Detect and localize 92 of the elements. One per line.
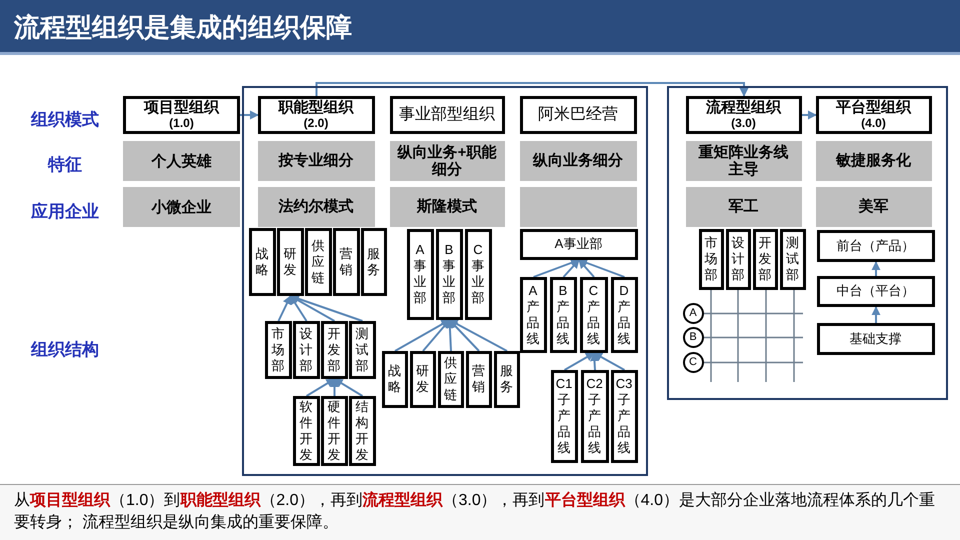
- department-box: 测试部: [348, 320, 376, 378]
- department-box: 供应链: [304, 228, 332, 296]
- org-model-box: [258, 96, 374, 134]
- arrow: [533, 258, 580, 278]
- arrow: [240, 110, 259, 120]
- row-heading: 组织模式: [30, 109, 100, 131]
- layer-box: A事业部: [520, 228, 638, 260]
- version-label: (4.0): [861, 116, 886, 130]
- row-marker-circle: C: [682, 352, 704, 372]
- department-box: C3子产品线: [610, 370, 638, 462]
- arrow: [802, 110, 817, 120]
- info-cell: 美军: [816, 186, 932, 226]
- group-frame: [667, 86, 948, 400]
- department-box: 设计部: [726, 228, 750, 290]
- arrow: [330, 378, 339, 396]
- model-name: 流程型组织: [706, 100, 781, 116]
- department-box: 市场部: [264, 320, 292, 378]
- layer-box: 前台（产品）: [816, 230, 934, 262]
- row-heading: 特征: [46, 154, 83, 176]
- org-model-box: [123, 96, 240, 134]
- department-box: 营销: [466, 350, 492, 408]
- arrow: [564, 352, 595, 371]
- layer-box: 中台（平台）: [816, 276, 934, 306]
- arrow: [316, 82, 748, 97]
- department-box: 服务: [360, 228, 386, 296]
- info-cell: 纵向业务+职能细分: [390, 140, 504, 180]
- arrow: [445, 319, 454, 352]
- layer-box: 基础支撑: [816, 322, 934, 354]
- version-label: (2.0): [304, 116, 328, 130]
- arrow: [872, 306, 880, 323]
- department-box: 战略: [382, 350, 408, 408]
- row-heading: 组织结构: [30, 339, 100, 361]
- info-cell: 纵向业务细分: [520, 140, 636, 180]
- org-model-box: [816, 96, 932, 134]
- department-box: 研发: [410, 350, 436, 408]
- department-box: A事业部: [406, 228, 434, 320]
- group-frame: [242, 86, 648, 476]
- department-box: 开发部: [752, 228, 778, 290]
- department-box: 营销: [332, 228, 360, 296]
- info-cell: 法约尔模式: [258, 186, 374, 226]
- arrow: [578, 259, 595, 278]
- arrow: [562, 259, 580, 278]
- arrow: [306, 378, 336, 397]
- version-label: (3.0): [731, 116, 756, 130]
- department-box: 开发部: [320, 320, 348, 378]
- department-box: 设计部: [292, 320, 320, 378]
- department-box: 战略: [248, 228, 276, 296]
- arrow: [872, 261, 880, 276]
- info-cell: 按专业细分: [258, 140, 374, 180]
- org-model-box: 事业部型组织: [390, 96, 504, 134]
- arrow: [590, 352, 599, 370]
- arrow: [394, 319, 450, 352]
- info-cell: 军工: [686, 186, 802, 226]
- department-box: C事业部: [464, 228, 492, 320]
- arrow: [448, 319, 508, 352]
- model-name: 职能型组织: [278, 100, 354, 116]
- model-name: 平台型组织: [836, 100, 911, 116]
- row-marker-circle: B: [682, 326, 704, 348]
- department-box: 硬件开发: [320, 396, 348, 466]
- arrow: [290, 295, 308, 322]
- department-box: C2子产品线: [580, 370, 608, 462]
- info-cell: 小微企业: [123, 187, 240, 227]
- info-cell: 重矩阵业务线主导: [686, 140, 802, 180]
- department-box: 供应链: [438, 350, 464, 408]
- caption-text: 从项目型组织（1.0）到职能型组织（2.0），再到流程型组织（3.0），再到平台型组织（4.0）是大部分企业落地流程体系的几个重要转身； 流程型组织是纵向集成的重要保障。: [0, 484, 960, 540]
- department-box: 测试部: [780, 228, 806, 290]
- slide-title: 流程型组织是集成的组织保障: [14, 11, 352, 44]
- arrow: [593, 352, 625, 371]
- model-name: 项目型组织: [144, 100, 219, 116]
- department-box: B产品线: [550, 276, 576, 352]
- department-box: A产品线: [520, 276, 546, 352]
- org-model-box: 阿米巴经营: [520, 96, 636, 134]
- arrow: [334, 378, 364, 397]
- department-box: 市场部: [698, 228, 724, 290]
- department-box: 结构开发: [348, 396, 376, 466]
- department-box: C产品线: [580, 276, 608, 352]
- row-marker-circle: A: [682, 302, 704, 324]
- info-cell: 个人英雄: [123, 141, 240, 181]
- department-box: 服务: [494, 350, 520, 408]
- department-box: C1子产品线: [550, 370, 578, 462]
- version-label: (1.0): [169, 116, 194, 130]
- info-cell: 敏捷服务化: [816, 140, 932, 180]
- department-box: D产品线: [610, 276, 638, 352]
- department-box: 研发: [276, 228, 304, 296]
- row-heading: 应用企业: [30, 201, 100, 223]
- info-cell: [520, 186, 636, 226]
- org-model-box: [686, 96, 802, 134]
- info-cell: 斯隆模式: [390, 186, 504, 226]
- arrow: [278, 295, 292, 322]
- arrow: [578, 258, 625, 278]
- department-box: B事业部: [436, 228, 462, 320]
- department-box: 软件开发: [292, 396, 320, 466]
